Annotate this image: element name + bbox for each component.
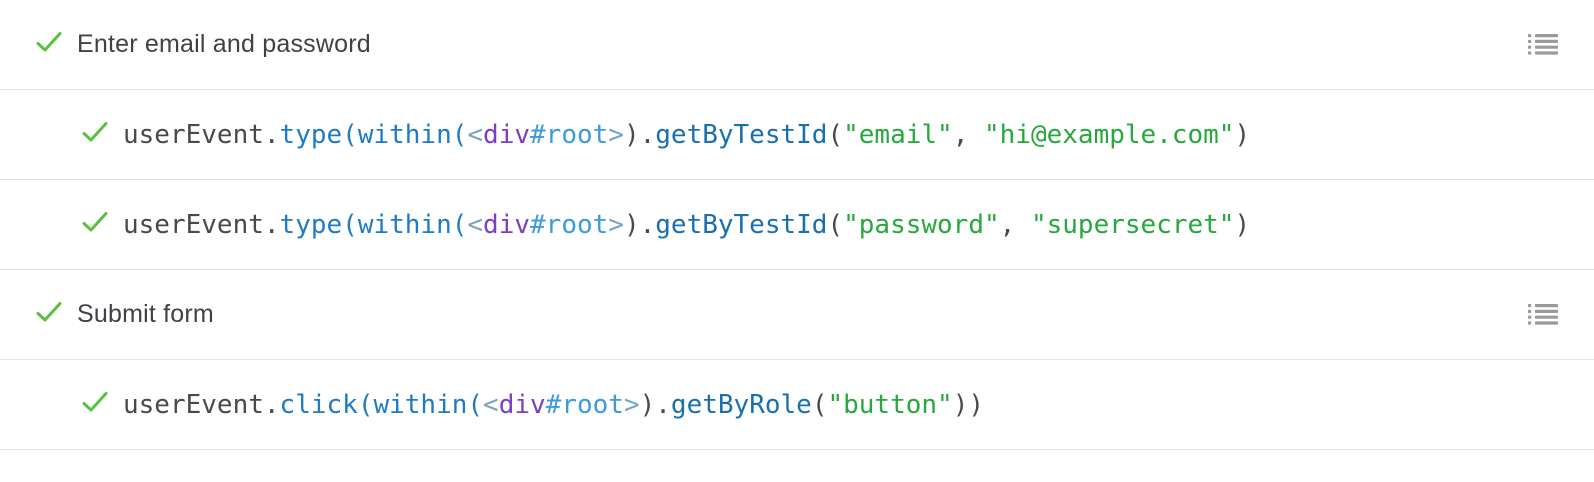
code-token: ). [623, 209, 656, 240]
code-token: div [498, 389, 546, 420]
step-command-row[interactable]: userEvent.type(within(<div#root>).getByT… [0, 180, 1594, 270]
code-token: ) [1234, 209, 1251, 240]
code-token: > [608, 209, 624, 240]
code-token: type(within( [279, 119, 468, 150]
code-token: ) [1234, 119, 1251, 150]
code-token: ( [811, 389, 828, 420]
check-icon [82, 391, 108, 418]
check-icon [82, 211, 108, 238]
code-token: "supersecret" [1030, 209, 1235, 240]
step-header-row[interactable]: Enter email and password [0, 0, 1594, 90]
code-token: "button" [827, 389, 953, 420]
code-token: )) [952, 389, 985, 420]
code-token: type(within( [279, 209, 468, 240]
check-icon [36, 31, 62, 58]
step-command-row[interactable]: userEvent.click(within(<div#root>).getBy… [0, 360, 1594, 450]
step-title: Submit form [77, 300, 214, 328]
code-token: ). [623, 119, 656, 150]
code-token: getByRole [670, 389, 812, 420]
code-token: ). [639, 389, 671, 420]
code-token: > [623, 389, 640, 420]
list-icon[interactable] [1528, 303, 1558, 327]
code-text: userEvent.type(within(<div#root>).getByT… [123, 210, 1250, 240]
code-token: ( [827, 209, 844, 240]
code-token: getByTestId [655, 209, 828, 240]
code-token: < [483, 389, 499, 420]
code-token: userEvent. [123, 119, 280, 150]
code-token: #root [530, 119, 609, 150]
check-icon [82, 121, 108, 148]
code-token: > [608, 119, 624, 150]
code-token: #root [530, 209, 609, 240]
code-token: "password" [843, 209, 1000, 240]
code-token: , [952, 119, 984, 150]
code-token: getByTestId [655, 119, 828, 150]
code-token: < [467, 209, 484, 240]
code-text: userEvent.click(within(<div#root>).getBy… [123, 390, 984, 420]
code-token: ( [827, 119, 844, 150]
step-command-row[interactable]: userEvent.type(within(<div#root>).getByT… [0, 90, 1594, 180]
code-text: userEvent.type(within(<div#root>).getByT… [123, 120, 1250, 150]
code-token: userEvent. [123, 209, 280, 240]
check-icon [36, 301, 62, 328]
step-title: Enter email and password [77, 30, 371, 58]
code-token: < [467, 119, 484, 150]
step-header-row[interactable]: Submit form [0, 270, 1594, 360]
code-token: #root [545, 389, 624, 420]
code-token: click(within( [279, 389, 484, 420]
list-icon[interactable] [1528, 33, 1558, 57]
code-token: div [483, 119, 531, 150]
code-token: div [483, 209, 531, 240]
code-token: userEvent. [123, 389, 280, 420]
code-token: "email" [843, 119, 953, 150]
code-token: , [999, 209, 1031, 240]
code-token: "hi@example.com" [984, 119, 1235, 150]
